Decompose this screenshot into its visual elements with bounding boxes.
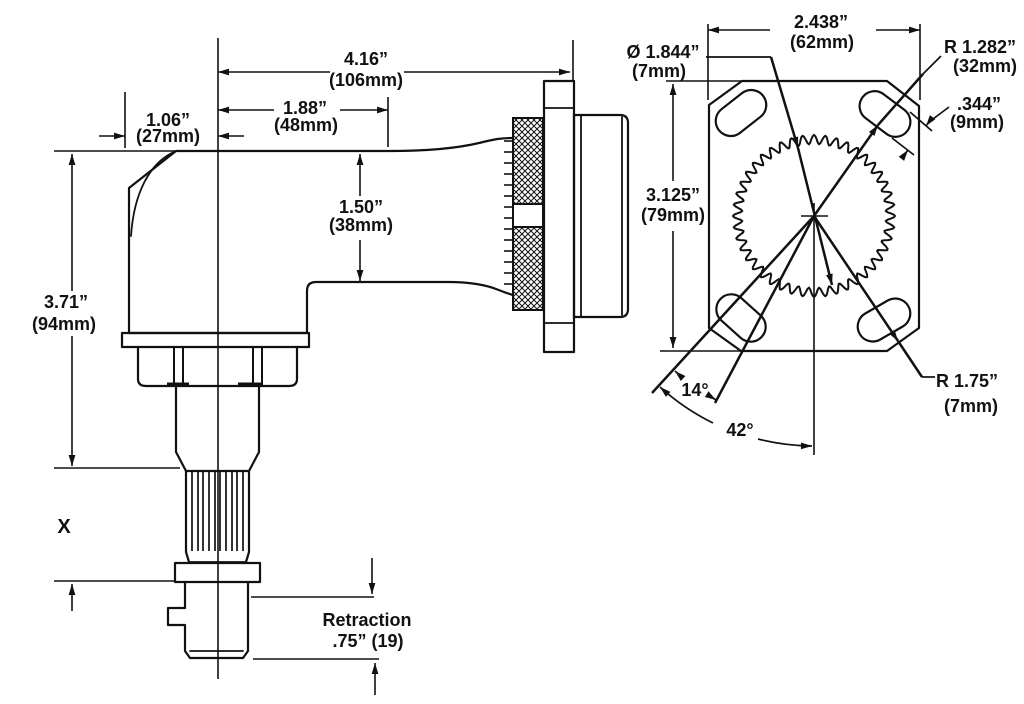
dim-2-438-in: 2.438” xyxy=(794,12,848,32)
barrel-bottom-outline xyxy=(305,280,515,335)
retraction-value: .75” (19) xyxy=(332,631,403,651)
dim-overall-mm: (106mm) xyxy=(329,70,403,90)
retraction-label: Retraction xyxy=(322,610,411,630)
dim-1-50-in: 1.50” xyxy=(339,197,383,217)
rear-cap xyxy=(572,113,630,319)
dim-1-50-mm: (38mm) xyxy=(329,215,393,235)
spline-outline-left xyxy=(184,469,191,564)
flange-plate-outline xyxy=(707,79,921,353)
dim-2-438-mm: (62mm) xyxy=(790,32,854,52)
dim-1-88-in: 1.88” xyxy=(283,98,327,118)
plunger xyxy=(166,580,250,660)
dim-slot-width-in: .344” xyxy=(957,94,1001,114)
hex-nut xyxy=(136,345,299,388)
thread-ticks xyxy=(504,140,513,285)
dim-overall-in: 4.16” xyxy=(344,49,388,69)
side-view: 4.16” (106mm) 1.88” (48mm) 1.06” (27mm) … xyxy=(32,38,630,695)
dim-1-06-in: 1.06” xyxy=(146,110,190,130)
hex-facet-shadow-left xyxy=(167,382,189,387)
dim-spline-dia-mm: (7mm) xyxy=(632,61,686,81)
side-view-dimensions xyxy=(54,40,574,695)
dim-slot-radius-in: R 1.282” xyxy=(944,37,1016,57)
flange-edge xyxy=(542,79,576,354)
neck-right xyxy=(247,385,261,473)
knurl-band xyxy=(512,203,544,228)
elbow-corner-chamfer xyxy=(127,149,178,335)
hex-nut-facets xyxy=(173,347,263,384)
dim-3-71-mm: (94mm) xyxy=(32,314,96,334)
dim-3-125-mm: (79mm) xyxy=(641,205,705,225)
neck-left xyxy=(174,385,188,473)
dim-slot-radius-mm: (32mm) xyxy=(953,56,1017,76)
angle-42-label: 42° xyxy=(726,420,753,440)
elbow-body-outline xyxy=(174,136,515,153)
base-plate xyxy=(120,331,311,349)
dim-outer-radius-mm: (7mm) xyxy=(944,396,998,416)
dim-3-125-in: 3.125” xyxy=(646,185,700,205)
elbow-corner-curve xyxy=(130,151,175,237)
collar xyxy=(173,561,262,584)
spline-gear-circle xyxy=(731,133,897,299)
dim-outer-radius-in: R 1.75” xyxy=(936,371,998,391)
dim-spline-dia-in: Ø 1.844” xyxy=(626,42,699,62)
radial-lines xyxy=(651,56,924,404)
dim-3-71-in: 3.71” xyxy=(44,292,88,312)
hex-facet-shadow-right xyxy=(238,382,263,387)
slot-top-left xyxy=(714,88,768,138)
dim-x-label: X xyxy=(57,516,71,538)
angle-14-label: 14° xyxy=(681,380,708,400)
spline-outline-right xyxy=(244,469,251,564)
flange-dimensions xyxy=(659,24,950,450)
dim-slot-width-mm: (9mm) xyxy=(950,112,1004,132)
spline-teeth-lines xyxy=(191,471,244,551)
dim-1-06-mm: (27mm) xyxy=(136,126,200,146)
flange-view: 2.438” (62mm) Ø 1.844” (7mm) 3.125” (79m… xyxy=(626,12,1017,455)
dim-1-88-mm: (48mm) xyxy=(274,115,338,135)
